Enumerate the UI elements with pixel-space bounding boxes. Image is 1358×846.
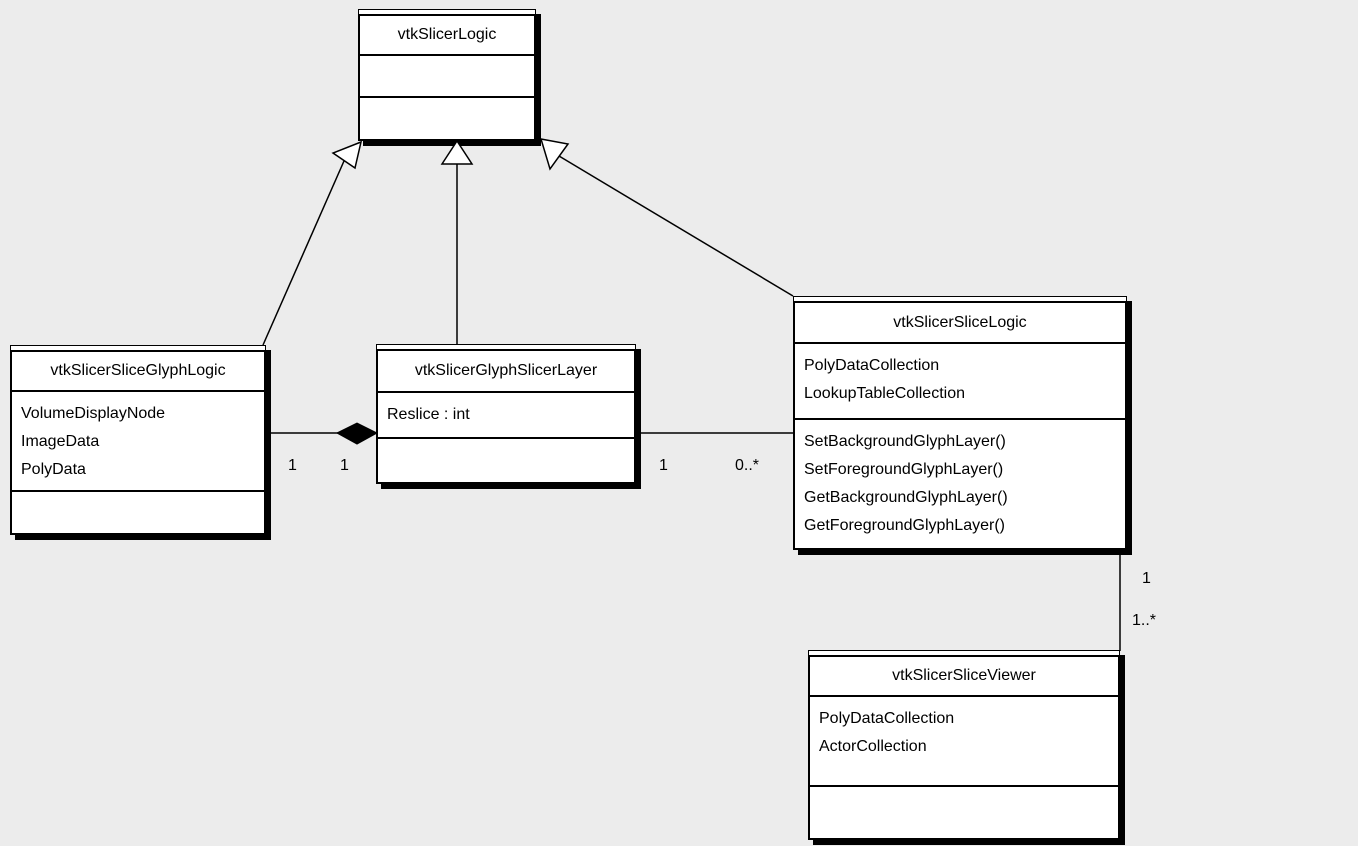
method-row: SetForegroundGlyphLayer() bbox=[804, 461, 1004, 478]
class-title: vtkSlicerLogic bbox=[360, 16, 534, 56]
method-row: SetBackgroundGlyphLayer() bbox=[804, 433, 1006, 450]
class-compartments: vtkSlicerGlyphSlicerLayer Reslice : int bbox=[376, 349, 636, 484]
multiplicity-label: 1 bbox=[1142, 570, 1151, 587]
attribute-row: PolyDataCollection bbox=[819, 710, 955, 727]
attributes-compartment: VolumeDisplayNode ImageData PolyData bbox=[12, 392, 264, 492]
attributes-compartment bbox=[360, 56, 534, 98]
attributes-compartment: PolyDataCollection ActorCollection bbox=[810, 697, 1118, 787]
generalization-line-right bbox=[558, 155, 794, 297]
class-box-vtkslicersliceviewer: vtkSlicerSliceViewer PolyDataCollection … bbox=[808, 650, 1120, 840]
method-row: GetForegroundGlyphLayer() bbox=[804, 517, 1005, 534]
class-title: vtkSlicerSliceGlyphLogic bbox=[12, 352, 264, 392]
generalization-arrowhead-left bbox=[331, 140, 363, 170]
class-box-vtkslicersliceglyphlogic: vtkSlicerSliceGlyphLogic VolumeDisplayNo… bbox=[10, 345, 266, 535]
class-title: vtkSlicerSliceLogic bbox=[795, 303, 1125, 344]
generalization-line-left bbox=[262, 160, 345, 346]
methods-compartment: SetBackgroundGlyphLayer() SetForegroundG… bbox=[795, 420, 1125, 548]
class-box-vtkslicerslicelogic: vtkSlicerSliceLogic PolyDataCollection L… bbox=[793, 296, 1127, 550]
attribute-row: VolumeDisplayNode bbox=[21, 405, 166, 422]
generalization-arrowhead-right bbox=[539, 138, 570, 171]
attribute-row: ImageData bbox=[21, 433, 100, 450]
composition-diamond bbox=[335, 422, 379, 445]
class-compartments: vtkSlicerSliceLogic PolyDataCollection L… bbox=[793, 301, 1127, 550]
class-title: vtkSlicerSliceViewer bbox=[810, 657, 1118, 697]
attribute-row: LookupTableCollection bbox=[804, 385, 965, 402]
class-box-vtkslicerlogic: vtkSlicerLogic bbox=[358, 9, 536, 141]
generalization-arrowhead-middle bbox=[440, 139, 474, 165]
methods-compartment bbox=[378, 439, 634, 482]
methods-compartment bbox=[810, 787, 1118, 838]
class-box-vtkslicerglyphslicerlayer: vtkSlicerGlyphSlicerLayer Reslice : int bbox=[376, 344, 636, 484]
multiplicity-label: 1 bbox=[288, 457, 297, 474]
methods-compartment bbox=[360, 98, 534, 139]
attributes-compartment: PolyDataCollection LookupTableCollection bbox=[795, 344, 1125, 420]
multiplicity-label: 1 bbox=[340, 457, 349, 474]
method-row: GetBackgroundGlyphLayer() bbox=[804, 489, 1008, 506]
multiplicity-label: 1 bbox=[659, 457, 668, 474]
class-compartments: vtkSlicerSliceViewer PolyDataCollection … bbox=[808, 655, 1120, 840]
attributes-compartment: Reslice : int bbox=[378, 393, 634, 439]
class-compartments: vtkSlicerSliceGlyphLogic VolumeDisplayNo… bbox=[10, 350, 266, 535]
multiplicity-label: 0..* bbox=[735, 457, 760, 474]
attribute-row: PolyDataCollection bbox=[804, 357, 940, 374]
attribute-row: PolyData bbox=[21, 461, 86, 478]
class-compartments: vtkSlicerLogic bbox=[358, 14, 536, 141]
class-title: vtkSlicerGlyphSlicerLayer bbox=[378, 351, 634, 393]
multiplicity-label: 1..* bbox=[1132, 612, 1157, 629]
attribute-row: Reslice : int bbox=[387, 406, 470, 423]
attribute-row: ActorCollection bbox=[819, 738, 927, 755]
methods-compartment bbox=[12, 492, 264, 533]
